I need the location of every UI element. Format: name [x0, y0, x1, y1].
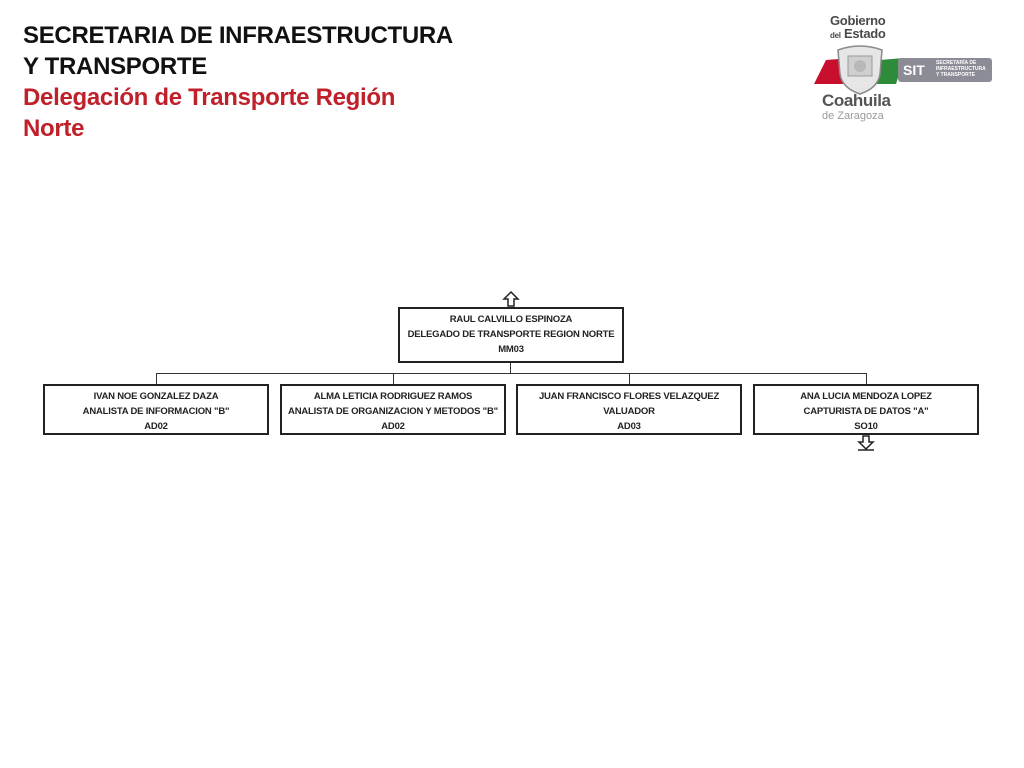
subordinate-code: AD02 — [144, 421, 168, 432]
logo-estado: Estado — [843, 26, 886, 41]
subordinate-position: ANALISTA DE INFORMACION "B" — [82, 406, 230, 417]
connector-drop-1 — [156, 373, 157, 385]
coat-of-arms-icon — [814, 45, 904, 95]
sit-description: SECRETARÍA DE INFRAESTRUCTURA Y TRANSPOR… — [936, 60, 992, 78]
title-line-1: SECRETARIA DE INFRAESTRUCTURA — [23, 22, 453, 49]
subordinate-name: ALMA LETICIA RODRIGUEZ RAMOS — [313, 391, 473, 402]
connector-drop-2 — [393, 373, 394, 385]
logo-de-zaragoza: de Zaragoza — [822, 110, 884, 122]
sit-desc-line-1: SECRETARÍA DE — [936, 60, 977, 66]
logo-gobierno-text: Gobierno del Estado — [830, 14, 886, 42]
subtitle-line-2: Norte — [23, 115, 85, 142]
subordinate-name: IVAN NOE GONZALEZ DAZA — [93, 391, 219, 402]
connector-horizontal — [156, 373, 867, 374]
org-node-subordinate-4: ANA LUCIA MENDOZA LOPEZ CAPTURISTA DE DA… — [753, 384, 979, 435]
sit-label: SIT — [903, 62, 925, 78]
page-title: SECRETARIA DE INFRAESTRUCTURA Y TRANSPOR… — [23, 20, 453, 144]
subordinate-code: AD02 — [381, 421, 405, 432]
org-node-subordinate-1: IVAN NOE GONZALEZ DAZA ANALISTA DE INFOR… — [43, 384, 269, 435]
subordinate-code: SO10 — [854, 421, 878, 432]
head-position: DELEGADO DE TRANSPORTE REGION NORTE — [407, 329, 615, 340]
logo-coahuila: Coahuila — [822, 91, 891, 110]
org-node-head: RAUL CALVILLO ESPINOZA DELEGADO DE TRANS… — [398, 307, 624, 363]
sit-desc-line-2: INFRAESTRUCTURA — [936, 66, 986, 72]
connector-drop-3 — [629, 373, 630, 385]
head-code: MM03 — [498, 344, 524, 355]
sit-badge: SIT SECRETARÍA DE INFRAESTRUCTURA Y TRAN… — [898, 58, 992, 82]
subordinate-position: ANALISTA DE ORGANIZACION Y METODOS "B" — [288, 406, 498, 417]
subordinate-name: JUAN FRANCISCO FLORES VELAZQUEZ — [538, 391, 720, 402]
subordinate-position: VALUADOR — [603, 406, 655, 417]
subordinate-code: AD03 — [617, 421, 641, 432]
subtitle-line-1: Delegación de Transporte Región — [23, 84, 396, 111]
head-name: RAUL CALVILLO ESPINOZA — [449, 314, 573, 325]
sit-desc-line-3: Y TRANSPORTE — [936, 72, 976, 78]
logo-del: del — [830, 31, 841, 40]
org-node-subordinate-2: ALMA LETICIA RODRIGUEZ RAMOS ANALISTA DE… — [280, 384, 506, 435]
connector-vertical-head — [510, 363, 511, 373]
title-line-2: Y TRANSPORTE — [23, 53, 207, 80]
subordinate-name: ANA LUCIA MENDOZA LOPEZ — [800, 391, 932, 402]
subordinate-position: CAPTURISTA DE DATOS "A" — [803, 406, 929, 417]
connector-drop-4 — [866, 373, 867, 385]
up-arrow-icon[interactable] — [502, 291, 520, 307]
government-logo: Gobierno del Estado SIT SECRETARÍA DE IN… — [808, 12, 998, 130]
down-arrow-icon[interactable] — [857, 435, 875, 451]
logo-gobierno: Gobierno — [830, 13, 886, 28]
org-node-subordinate-3: JUAN FRANCISCO FLORES VELAZQUEZ VALUADOR… — [516, 384, 742, 435]
